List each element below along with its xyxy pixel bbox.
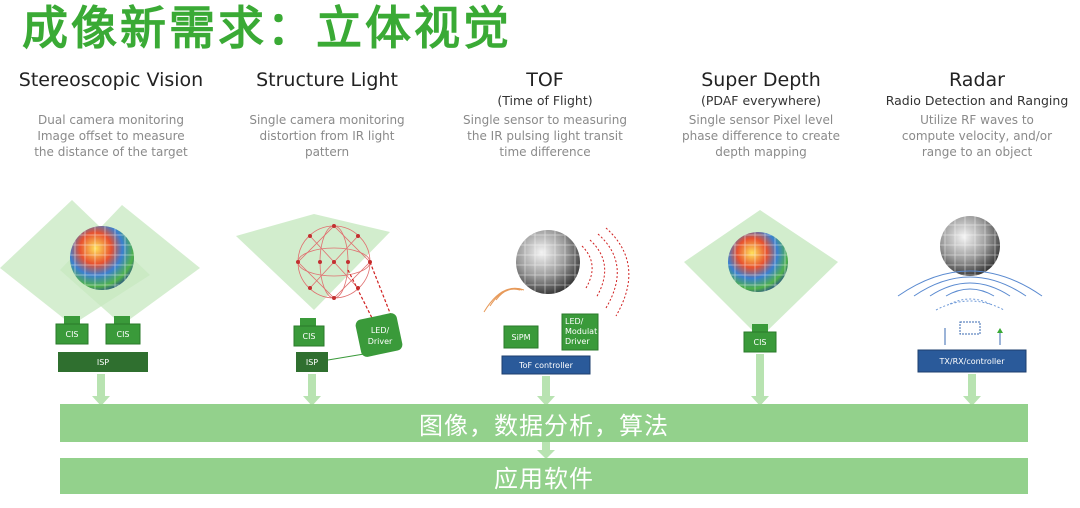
cis-box: CIS (743, 324, 777, 353)
cis-box-right: CIS (105, 316, 141, 345)
led-driver-label-1: LED/ (371, 326, 390, 335)
led-mod-label-2: Modulat (565, 327, 597, 336)
ir-beam (369, 261, 393, 319)
fov-cone (236, 214, 390, 310)
rf-wave-icon (935, 298, 1005, 311)
cis-box: CIS (293, 318, 325, 347)
cis-label: CIS (753, 338, 766, 347)
cis-label: CIS (116, 330, 129, 339)
tof-controller-label: ToF controller (518, 361, 573, 370)
sipm-label: SiPM (511, 333, 530, 342)
column-stereoscopic-vision: Stereoscopic Vision Dual camera monitori… (6, 68, 216, 160)
led-driver-label-2: Driver (368, 337, 393, 346)
flow-arrows (92, 354, 981, 459)
led-driver-box: LED/ Driver (355, 313, 403, 357)
tof-illustration: SiPM LED/ Modulat Driver ToF controller (483, 227, 630, 375)
led-mod-label-3: Driver (565, 337, 590, 346)
ir-dots (296, 224, 372, 300)
led-modulator-driver-box: LED/ Modulat Driver (561, 313, 599, 351)
structure-light-illustration: LED/ Driver CIS ISP (236, 214, 403, 372)
tof-controller-box: ToF controller (501, 355, 591, 375)
isp-box: ISP (296, 352, 328, 372)
down-arrow-icon (92, 374, 110, 406)
column-structure-light: Structure Light Single camera monitoring… (222, 68, 432, 160)
sipm-box: SiPM (503, 325, 539, 349)
column-subtitle: (PDAF everywhere) (700, 93, 822, 108)
antenna-icon (944, 321, 1001, 345)
isp-box: ISP (58, 352, 148, 372)
stereoscopic-illustration: CIS CIS ISP (0, 200, 200, 372)
down-arrow-icon (537, 441, 555, 459)
column-radar: Radar Radio Detection and Ranging Utiliz… (872, 68, 1080, 160)
super-depth-illustration: CIS (684, 210, 838, 353)
cis-label: CIS (302, 332, 315, 341)
column-subtitle: (Time of Flight) (497, 93, 593, 108)
software-band: 应用软件 (60, 458, 1028, 494)
column-tof: TOF (Time of Flight) Single sensor to me… (440, 68, 650, 160)
rf-wave-icon (897, 270, 1043, 297)
column-super-depth: Super Depth (PDAF everywhere) Single sen… (656, 68, 866, 160)
down-arrow-icon (963, 374, 981, 406)
column-title: Radar (949, 69, 1005, 91)
column-subtitle: Radio Detection and Ranging (885, 93, 1069, 108)
isp-label: ISP (306, 358, 318, 367)
down-arrow-icon (751, 354, 769, 406)
radar-illustration: TX/RX/controller (897, 216, 1043, 373)
column-description: Single sensor to measuring the IR pulsin… (463, 113, 627, 159)
down-arrow-icon (303, 374, 321, 406)
page-title: 成像新需求：立体视觉 (22, 1, 512, 55)
down-arrow-icon (537, 376, 555, 406)
ir-beam (347, 269, 373, 319)
column-title: Structure Light (256, 69, 398, 91)
column-title: Stereoscopic Vision (18, 69, 204, 91)
column-description: Single camera monitoring distortion from… (249, 113, 405, 159)
column-description: Dual camera monitoring Image offset to m… (34, 113, 188, 159)
return-wave-icon (483, 287, 525, 313)
column-title: Super Depth (701, 69, 821, 91)
column-title: TOF (526, 69, 564, 91)
emitted-wave-icon (581, 227, 630, 317)
radar-controller-label: TX/RX/controller (939, 357, 1006, 366)
isp-label: ISP (97, 358, 109, 367)
led-mod-label-1: LED/ (565, 317, 584, 326)
analysis-band: 图像，数据分析，算法 (60, 404, 1028, 442)
cis-label: CIS (65, 330, 78, 339)
column-description: Utilize RF waves to compute velocity, an… (901, 113, 1053, 159)
radar-controller-box: TX/RX/controller (917, 349, 1027, 373)
column-description: Single sensor Pixel level phase differen… (681, 113, 841, 159)
cis-box-left: CIS (55, 316, 89, 345)
